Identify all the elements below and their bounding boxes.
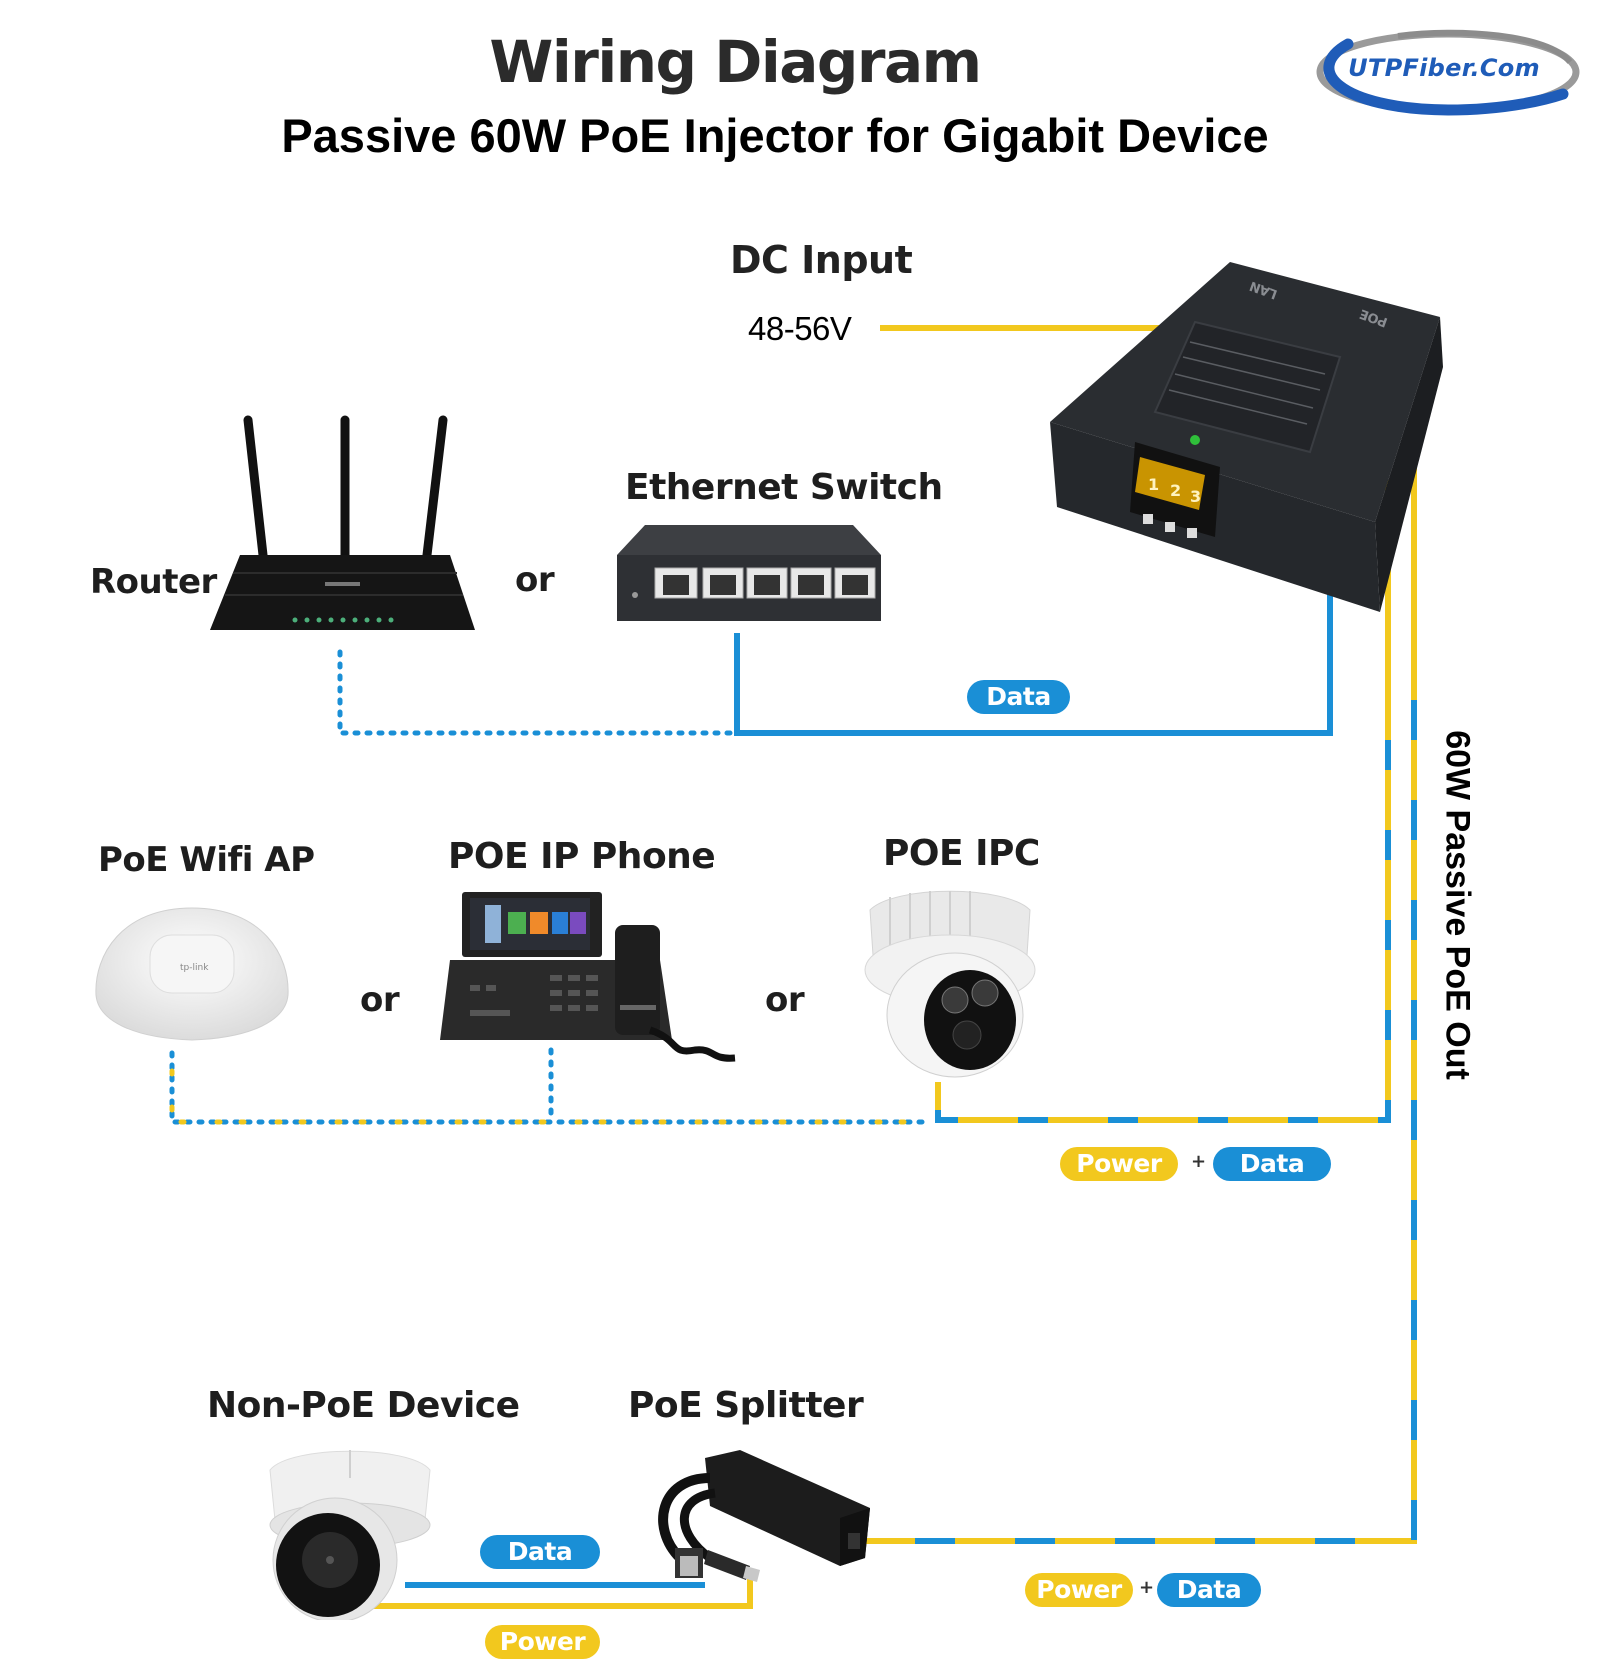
svg-text:tp-link: tp-link (180, 963, 209, 973)
page-title: Wiring Diagram (489, 28, 982, 96)
poe-splitter-device (640, 1448, 872, 1588)
switch-icon (617, 525, 881, 621)
bottom-power-badge: Power (1025, 1573, 1133, 1607)
poe-trunk-bottom-dashes (862, 700, 1417, 1544)
splitter-label: PoE Splitter (628, 1385, 864, 1426)
splitter-power-wire (365, 1578, 753, 1609)
ip-phone-icon (440, 892, 736, 1062)
ip-phone-device (440, 890, 740, 1065)
dc-input-label: DC Input (730, 238, 913, 282)
poe-out-label: 60W Passive PoE Out (1438, 730, 1477, 1080)
svg-text:3: 3 (1190, 487, 1201, 506)
wifi-ap-icon: tp-link (95, 907, 289, 1041)
poe-trunk-middle-yellow (935, 480, 1391, 1123)
ip-phone-label: POE IP Phone (448, 836, 716, 877)
svg-text:2: 2 (1170, 481, 1181, 500)
or-label-1: or (515, 560, 555, 600)
poe-ipc-camera (855, 885, 1040, 1080)
switch-label: Ethernet Switch (625, 467, 943, 508)
middle-power-badge: Power (1060, 1147, 1178, 1181)
splitter-power-badge: Power (485, 1625, 600, 1659)
ipc-label: POE IPC (883, 833, 1040, 874)
bottom-plus: + (1139, 1577, 1155, 1598)
splitter-icon (658, 1450, 870, 1582)
non-poe-camera (250, 1440, 450, 1623)
page-subtitle: Passive 60W PoE Injector for Gigabit Dev… (281, 109, 1269, 162)
poe-trunk-middle-dashes (935, 740, 1391, 1123)
router-icon (210, 415, 475, 630)
utpfiber-logo: UTPFiber.Com (1308, 24, 1580, 116)
or-label-3: or (765, 980, 805, 1020)
router-device (205, 415, 480, 640)
splitter-data-badge: Data (480, 1535, 600, 1569)
turret-camera-icon (269, 1450, 431, 1623)
middle-plus: + (1191, 1151, 1207, 1172)
dome-camera-icon (864, 890, 1036, 1078)
or-label-2: or (360, 980, 400, 1020)
middle-data-badge: Data (1213, 1147, 1331, 1181)
ethernet-switch-device (615, 523, 883, 623)
switch-data-wire (734, 555, 1333, 736)
wifi-ap-device: tp-link (92, 900, 292, 1045)
ap-wire-dotted-yellow (169, 1050, 933, 1125)
wifi-ap-label: PoE Wifi AP (98, 840, 315, 880)
bottom-data-badge: Data (1157, 1573, 1261, 1607)
voltage-label: 48-56V (748, 310, 852, 347)
upstream-data-badge: Data (967, 680, 1070, 714)
non-poe-device-label: Non-PoE Device (207, 1385, 520, 1426)
router-label: Router (90, 562, 217, 602)
svg-text:1: 1 (1148, 475, 1159, 494)
logo-swoosh-icon (1316, 29, 1580, 116)
logo-text: UTPFiber.Com (1348, 54, 1540, 82)
router-data-wire-dotted (337, 649, 738, 736)
